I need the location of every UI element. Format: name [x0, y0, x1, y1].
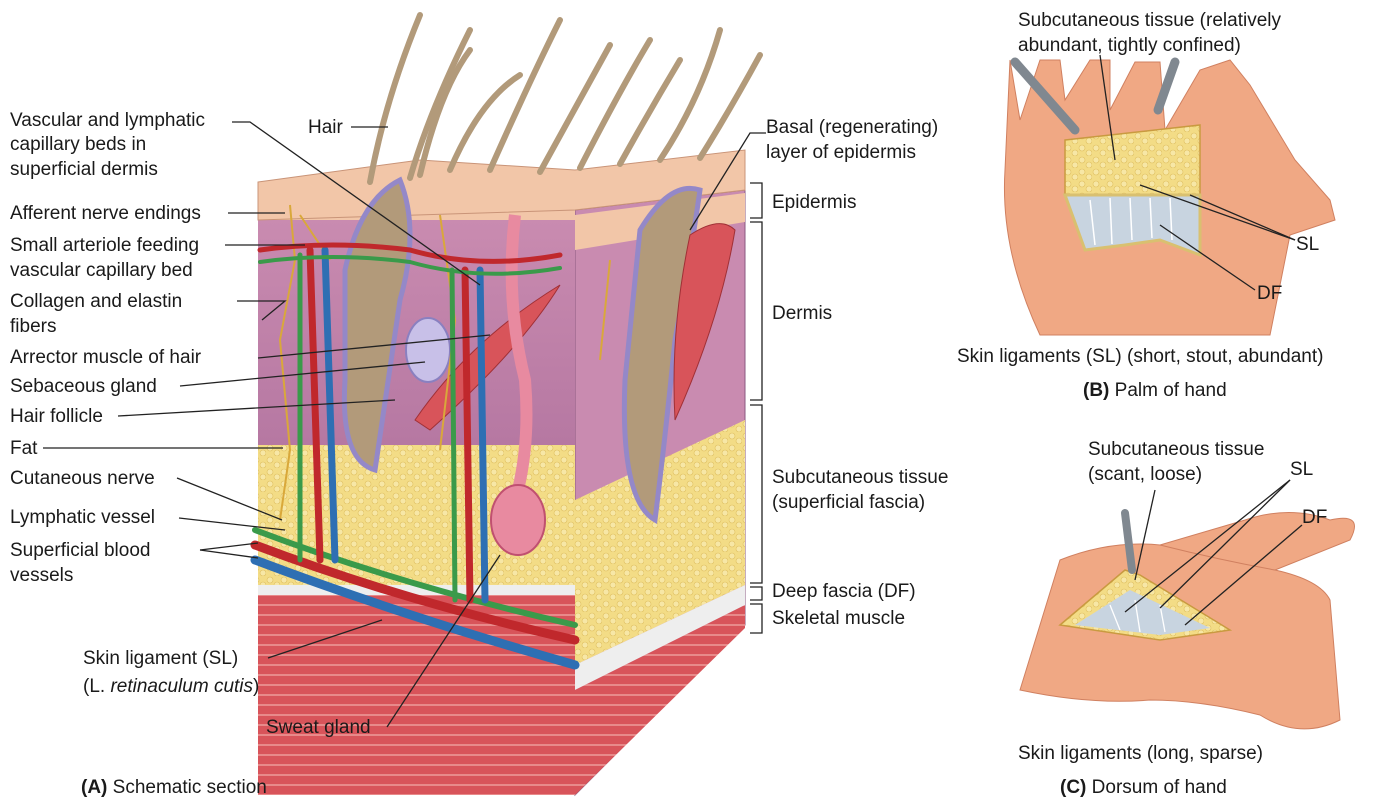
- label-epidermis: Epidermis: [772, 192, 856, 213]
- label-b-df: DF: [1257, 283, 1282, 304]
- label-lymphatic: Lymphatic vessel: [10, 507, 155, 528]
- label-sweat-gland: Sweat gland: [266, 717, 371, 738]
- label-c-top-1: Subcutaneous tissue: [1088, 439, 1264, 460]
- label-sebaceous: Sebaceous gland: [10, 376, 157, 397]
- label-arteriole-2: vascular capillary bed: [10, 260, 193, 281]
- label-dermis: Dermis: [772, 303, 832, 324]
- panel-a-right-labels: Basal (regenerating) layer of epidermis …: [766, 117, 948, 629]
- label-basal-2: layer of epidermis: [766, 142, 916, 163]
- sweat-gland-coil: [491, 485, 545, 555]
- label-hair-follicle: Hair follicle: [10, 406, 103, 427]
- sebaceous-gland: [406, 318, 450, 382]
- label-collagen-2: fibers: [10, 316, 56, 337]
- label-deep-fascia: Deep fascia (DF): [772, 581, 916, 602]
- label-c-sl: SL: [1290, 459, 1313, 480]
- label-arrector: Arrector muscle of hair: [10, 347, 202, 368]
- label-arteriole-1: Small arteriole feeding: [10, 235, 199, 256]
- label-b-top-2: abundant, tightly confined): [1018, 35, 1241, 56]
- layer-brackets: [750, 183, 762, 633]
- label-collagen-1: Collagen and elastin: [10, 291, 182, 312]
- label-blood-1: Superficial blood: [10, 540, 150, 561]
- label-basal-1: Basal (regenerating): [766, 117, 938, 138]
- label-b-sl: SL: [1296, 234, 1319, 255]
- dorsum-illustration: [1020, 513, 1355, 729]
- label-vascular-3: superficial dermis: [10, 159, 158, 180]
- label-fat: Fat: [10, 438, 38, 459]
- label-b-bottom: Skin ligaments (SL) (short, stout, abund…: [957, 346, 1323, 367]
- caption-a: (A) Schematic section: [81, 777, 267, 798]
- label-vascular-2: capillary beds in: [10, 134, 146, 155]
- hair-shafts: [370, 15, 760, 182]
- label-cutaneous-nerve: Cutaneous nerve: [10, 468, 155, 489]
- label-b-top-1: Subcutaneous tissue (relatively: [1018, 10, 1281, 31]
- label-blood-2: vessels: [10, 565, 73, 586]
- label-hair: Hair: [308, 117, 344, 138]
- label-skeletal-muscle: Skeletal muscle: [772, 608, 905, 629]
- caption-c: (C) Dorsum of hand: [1060, 777, 1227, 798]
- label-c-bottom: Skin ligaments (long, sparse): [1018, 743, 1263, 764]
- label-subq-1: Subcutaneous tissue: [772, 467, 948, 488]
- label-subq-2: (superficial fascia): [772, 492, 925, 513]
- caption-b: (B) Palm of hand: [1083, 380, 1227, 401]
- label-skin-ligament-2: (L. retinaculum cutis): [83, 676, 259, 697]
- label-skin-ligament-1: Skin ligament (SL): [83, 648, 238, 669]
- label-afferent: Afferent nerve endings: [10, 203, 201, 224]
- label-c-df: DF: [1302, 507, 1327, 528]
- label-c-top-2: (scant, loose): [1088, 464, 1202, 485]
- label-vascular-1: Vascular and lymphatic: [10, 110, 205, 131]
- palm-illustration: [1004, 60, 1335, 335]
